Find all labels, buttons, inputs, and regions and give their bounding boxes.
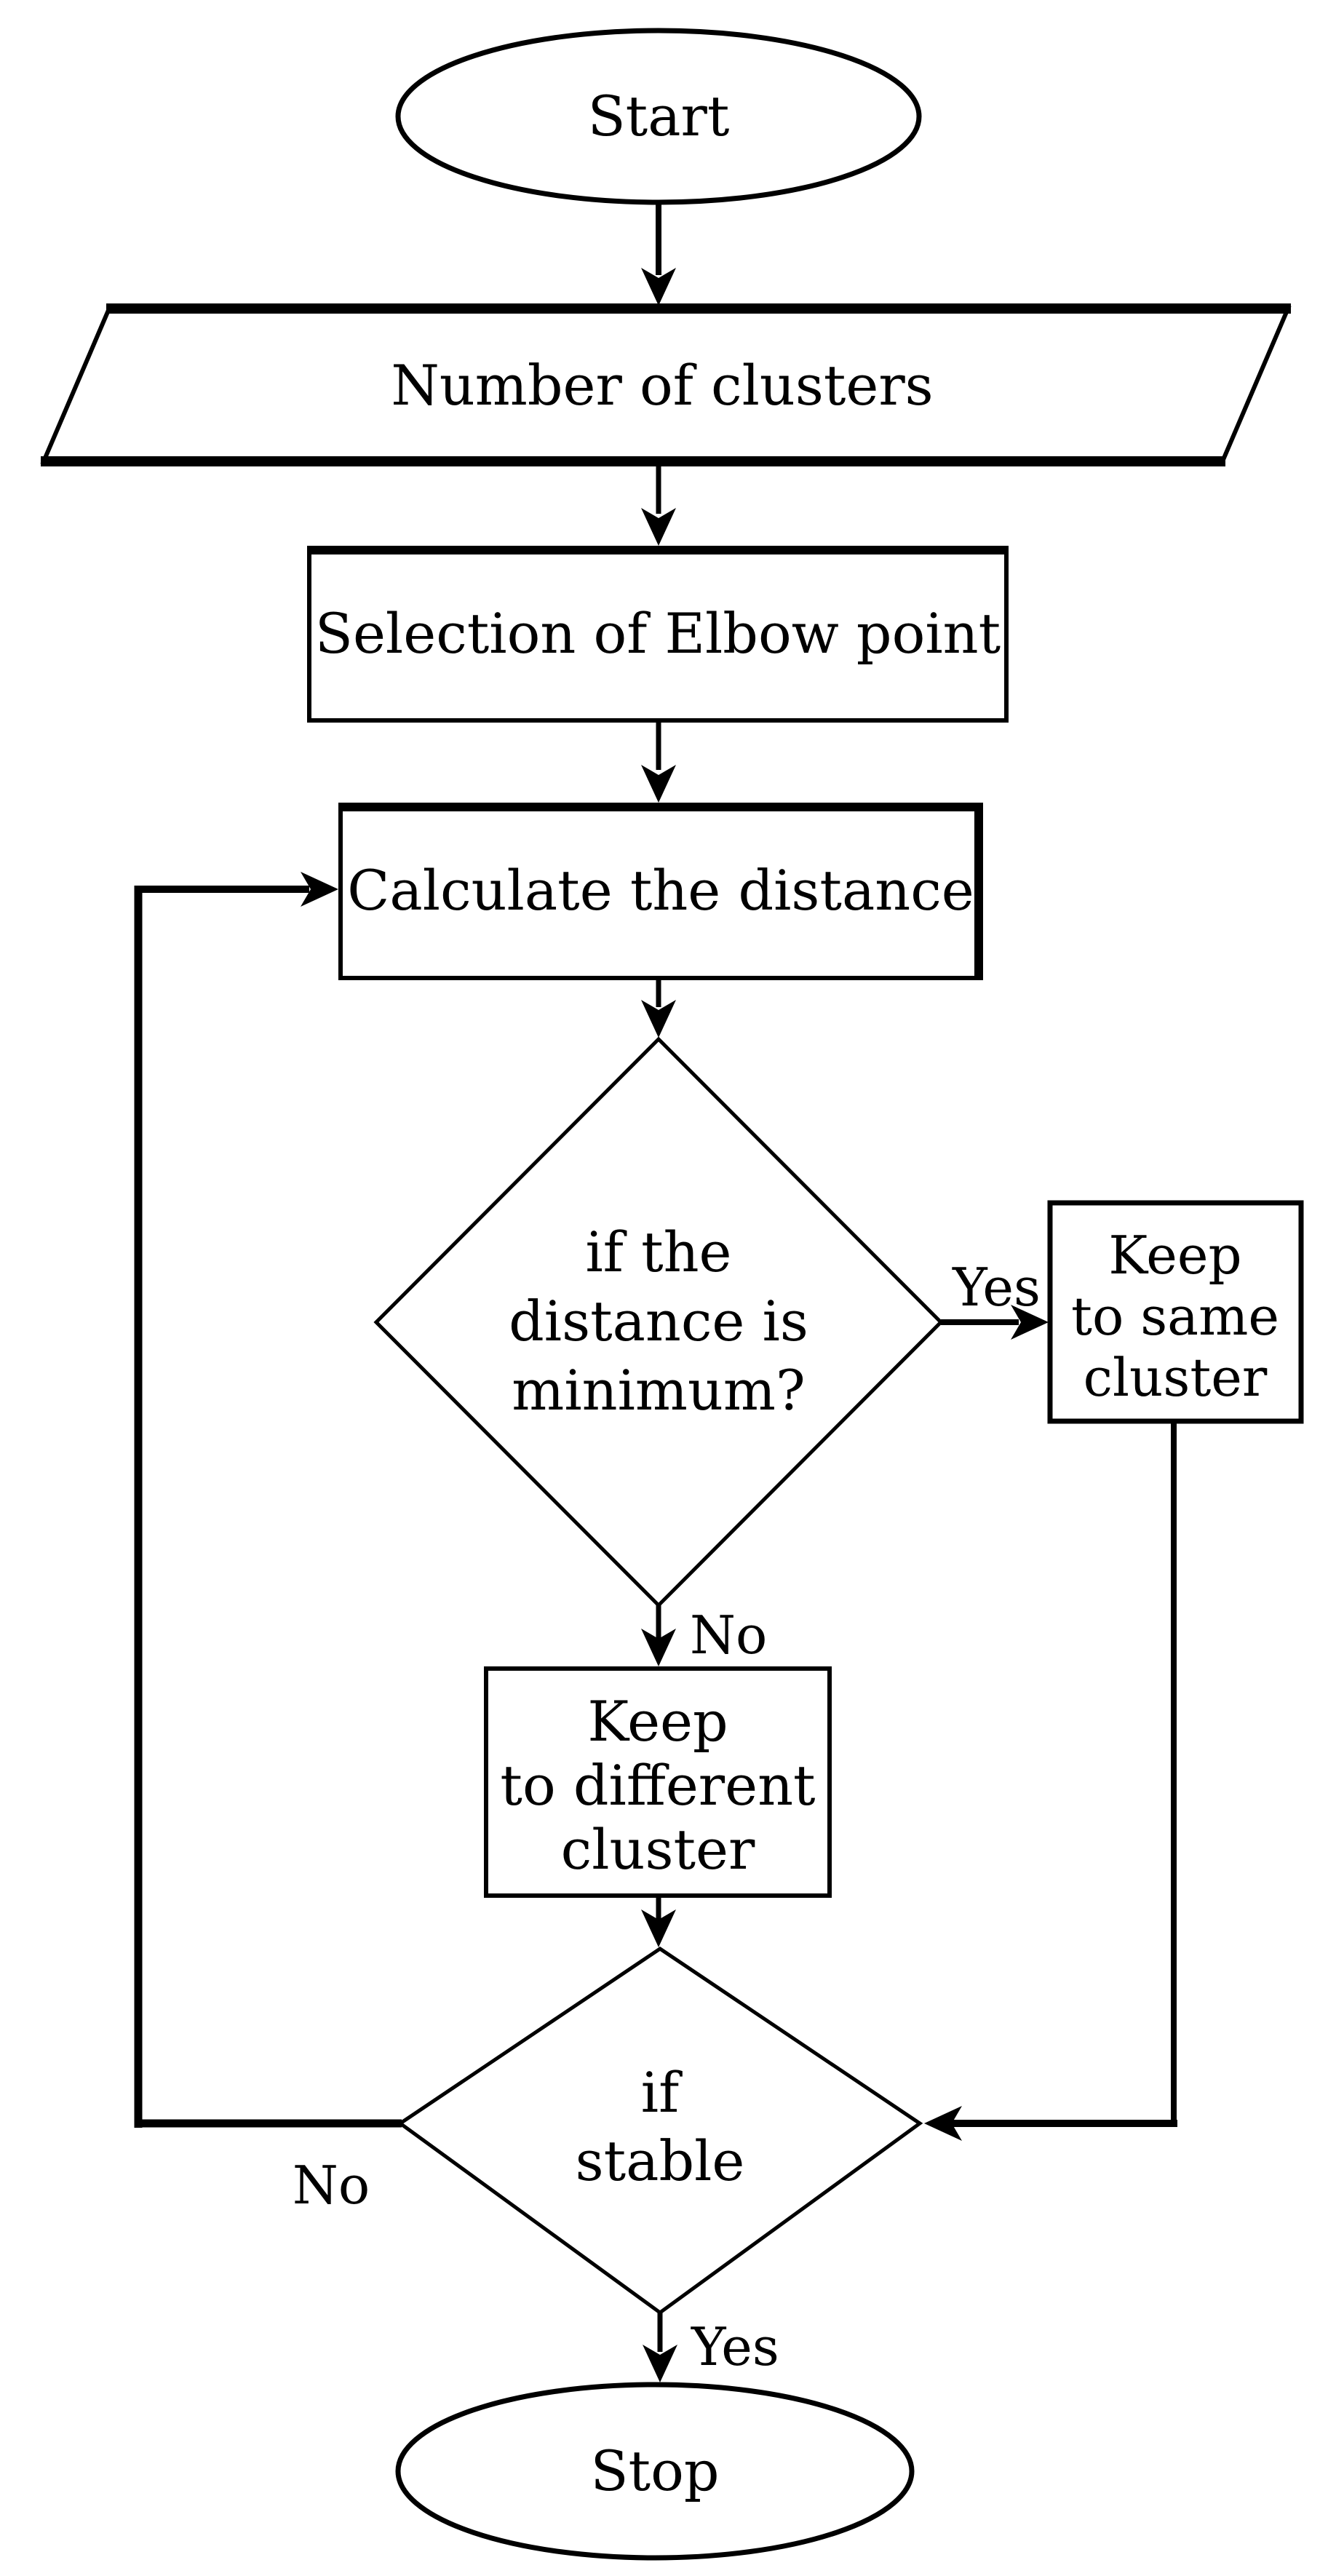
decision-diamond	[373, 1036, 944, 1608]
start-ellipse	[395, 28, 922, 205]
arrowhead-down-icon	[641, 508, 676, 546]
edge-decision-stable-no-loop: No	[134, 872, 402, 2216]
decision-label-line1: if	[641, 2060, 683, 2125]
process-label-line2: to different	[500, 1753, 815, 1818]
decision-label-line2: stable	[576, 2128, 745, 2193]
node-selection-of-elbow-point: Selection of Elbow point	[307, 546, 1009, 723]
edge-elbow-to-calc	[641, 720, 676, 803]
edge-label-no: No	[293, 2155, 370, 2216]
process-label-line1: Keep	[587, 1689, 728, 1754]
edge-decision-min-yes: Yes	[941, 1257, 1049, 1340]
arrowhead-down-icon	[643, 2345, 677, 2382]
process-rect	[484, 1666, 832, 1898]
node-calculate-the-distance: Calculate the distance	[338, 803, 983, 980]
edge-keep-same-to-decision-stable	[924, 1421, 1177, 2141]
edge-input-to-elbow	[641, 466, 676, 546]
arrowhead-right-icon	[301, 872, 338, 907]
edge-decision-min-no: No	[641, 1605, 767, 1666]
node-keep-to-different-cluster: Keep to different cluster	[484, 1666, 832, 1898]
decision-label-line3: minimum?	[512, 1358, 805, 1423]
arrowhead-right-icon	[1011, 1305, 1049, 1340]
node-start: Start	[395, 28, 922, 205]
node-keep-to-same-cluster: Keep to same cluster	[1047, 1200, 1304, 1424]
arrowhead-down-icon	[641, 1629, 676, 1666]
edge-label-yes: Yes	[952, 1257, 1041, 1318]
process-label-line3: cluster	[1084, 1347, 1268, 1408]
node-decision-distance-minimum: if the distance is minimum?	[373, 1036, 944, 1608]
process-label: Calculate the distance	[347, 858, 974, 923]
process-label-line1: Keep	[1108, 1225, 1241, 1286]
node-number-of-clusters: Number of clusters	[40, 303, 1292, 466]
arrowhead-down-icon	[641, 765, 676, 803]
start-label: Start	[588, 84, 730, 148]
edge-label-no: No	[690, 1605, 767, 1666]
stop-label: Stop	[590, 2438, 719, 2503]
decision-diamond	[397, 1946, 923, 2315]
decision-label-line2: distance is	[509, 1289, 808, 1353]
edge-label-yes: Yes	[691, 2316, 779, 2377]
arrowhead-down-icon	[641, 1000, 676, 1038]
process-label-line3: cluster	[561, 1817, 755, 1882]
arrowhead-left-icon	[924, 2106, 962, 2141]
arrowhead-down-icon	[641, 1909, 676, 1947]
node-decision-if-stable: if stable	[397, 1946, 923, 2315]
edge-keep-diff-to-decision-stable	[641, 1896, 676, 1947]
node-stop: Stop	[395, 2382, 915, 2561]
edge-decision-stable-yes: Yes	[643, 2313, 779, 2382]
arrowhead-down-icon	[641, 268, 676, 306]
process-label-line2: to same	[1071, 1286, 1279, 1347]
decision-label-line1: if the	[585, 1220, 731, 1284]
process-label: Selection of Elbow point	[315, 601, 1001, 666]
input-label: Number of clusters	[391, 353, 933, 418]
edge-calc-to-decision-min	[641, 978, 676, 1038]
process-rect	[1047, 1200, 1304, 1424]
stop-ellipse	[395, 2382, 915, 2561]
edge-start-to-input	[641, 202, 676, 306]
